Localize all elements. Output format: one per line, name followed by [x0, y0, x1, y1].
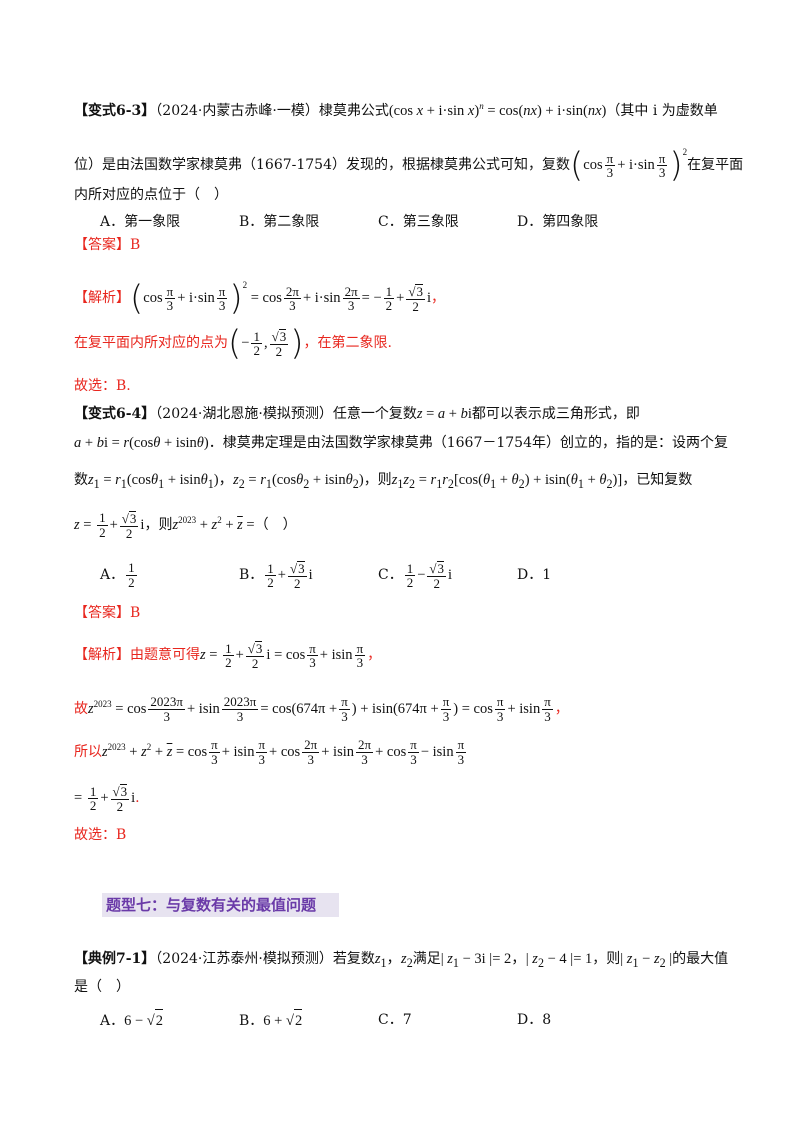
q71-options: A．6 − √2 B．6 + √2 C．7 D．8	[100, 1009, 740, 1032]
q63-option-c: C．第三象限	[378, 214, 459, 230]
q64-line2-text: ．棣莫弗定理是由法国数学家棣莫弗（1667－1754年）创立的，指的是：设两个复	[208, 435, 728, 451]
q63-line2-text: 位）是由法国数学家棣莫弗（1667-1754）发现的，根据棣莫弗公式可知，复数	[74, 157, 570, 173]
q63-analysis-text: 在复平面内所对应的点为	[74, 335, 228, 351]
z1-z2-symbols: z1，z2	[374, 951, 413, 970]
q64-analysis-label: 【解析】	[74, 647, 130, 663]
q71-tag: 【典例7-1】	[74, 951, 156, 967]
demoivre-formula: (cos x + i·sin x)n = cos(nx) + i·sin(nx)	[388, 101, 607, 119]
q63-stem-line1: 【变式6-3】（2024·内蒙古赤峰·一模）棣莫弗公式(cos x + i·si…	[74, 95, 740, 122]
q64-text: 任意一个复数	[332, 406, 417, 422]
q63-source: （2024·内蒙古赤峰·一模）	[155, 102, 319, 119]
q71-text-3: ，则	[592, 951, 621, 967]
q63-choose: 故选：B.	[74, 378, 131, 394]
q71-conditions: | z1 − 3i |= 2，| z2 − 4 |= 1	[440, 951, 593, 970]
q64-line3-tail: ，已知复数	[622, 472, 693, 488]
product-rule: z1z2 = r1r2[cos(θ1 + θ2) + isin(θ1 + θ2)…	[391, 472, 623, 491]
q71-text-4: 的最大值	[672, 951, 729, 967]
q71-option-a: A．6 − √2	[100, 1009, 239, 1032]
q64-choose: 故选：B	[74, 827, 127, 843]
q64-stem-line1: 【变式6-4】（2024·湖北恩施·模拟预测）任意一个复数z = a + bi都…	[74, 403, 740, 425]
q63-option-d: D．第四象限	[517, 214, 599, 230]
q64-source: （2024·湖北恩施·模拟预测）	[155, 406, 333, 422]
q71-source: （2024·江苏泰州·模拟预测）	[155, 951, 333, 967]
q63-text-2: （其中 i 为虚数单	[606, 102, 718, 119]
q63-line2-tail: 在复平面	[687, 157, 744, 173]
q63-stem-line2: 位）是由法国数学家棣莫弗（1667-1754）发现的，根据棣莫弗公式可知，复数(…	[74, 135, 744, 186]
q64-tag: 【变式6-4】	[74, 406, 156, 422]
q64-stem-line3: 数z1 = r1(cosθ1 + isinθ1)，z2 = r1(cosθ2 +…	[74, 469, 740, 495]
q64-target-expr: z2023 + z2 + z =	[172, 515, 255, 533]
q64-text-2: 都可以表示成三角形式，即	[471, 406, 640, 422]
section-title: 题型七：与复数有关的最值问题	[102, 893, 339, 917]
q63-analysis-tail: ，在第二象限.	[303, 335, 392, 351]
q64-line3-text: 数	[74, 472, 88, 488]
q71-option-c: C．7	[378, 1012, 412, 1028]
q71-option-b: B．6 + √2	[239, 1009, 378, 1032]
trig-form: a + bi = r(cosθ + isinθ)	[74, 435, 209, 451]
q64-line3-text-2: ，则	[363, 472, 392, 488]
q64-line4-text: ，则	[144, 516, 173, 533]
q71-option-d: D．8	[517, 1012, 552, 1028]
q63-stem-line3: 内所对应的点位于（ ）	[74, 187, 228, 203]
q63-option-a: A．第一象限	[100, 214, 181, 230]
q71-text: 若复数	[332, 951, 375, 967]
q64-analysis-gu: 故	[74, 700, 88, 717]
z-algebraic: z = a + bi	[416, 406, 472, 422]
q63-option-b: B．第二象限	[239, 214, 320, 230]
q71-stem-line2: 是（ ）	[74, 979, 130, 995]
q64-option-d: D．1	[517, 567, 552, 583]
q64-answer: 【答案】B	[74, 605, 141, 621]
z1-z2-def: z1 = r1(cosθ1 + isinθ1)，z2 = r1(cosθ2 + …	[88, 472, 364, 491]
q63-tag: 【变式6-3】	[74, 102, 156, 119]
q71-text-2: 满足	[412, 951, 441, 967]
q71-target: | z1 − z2 |	[620, 951, 673, 970]
q64-analysis-suoyi: 所以	[74, 743, 102, 760]
q63-answer: 【答案】B	[74, 237, 141, 253]
q64-stem-line2: a + bi = r(cosθ + isinθ)．棣莫弗定理是由法国数学家棣莫弗…	[74, 432, 740, 454]
q63-analysis-label: 【解析】	[74, 290, 130, 306]
q64-analysis-text: 由题意可得	[130, 647, 200, 663]
q71-stem-line1: 【典例7-1】（2024·江苏泰州·模拟预测）若复数z1，z2满足| z1 − …	[74, 948, 740, 974]
q63-options: A．第一象限 B．第二象限 C．第三象限 D．第四象限	[100, 211, 740, 233]
q63-text: 棣莫弗公式	[318, 102, 389, 119]
